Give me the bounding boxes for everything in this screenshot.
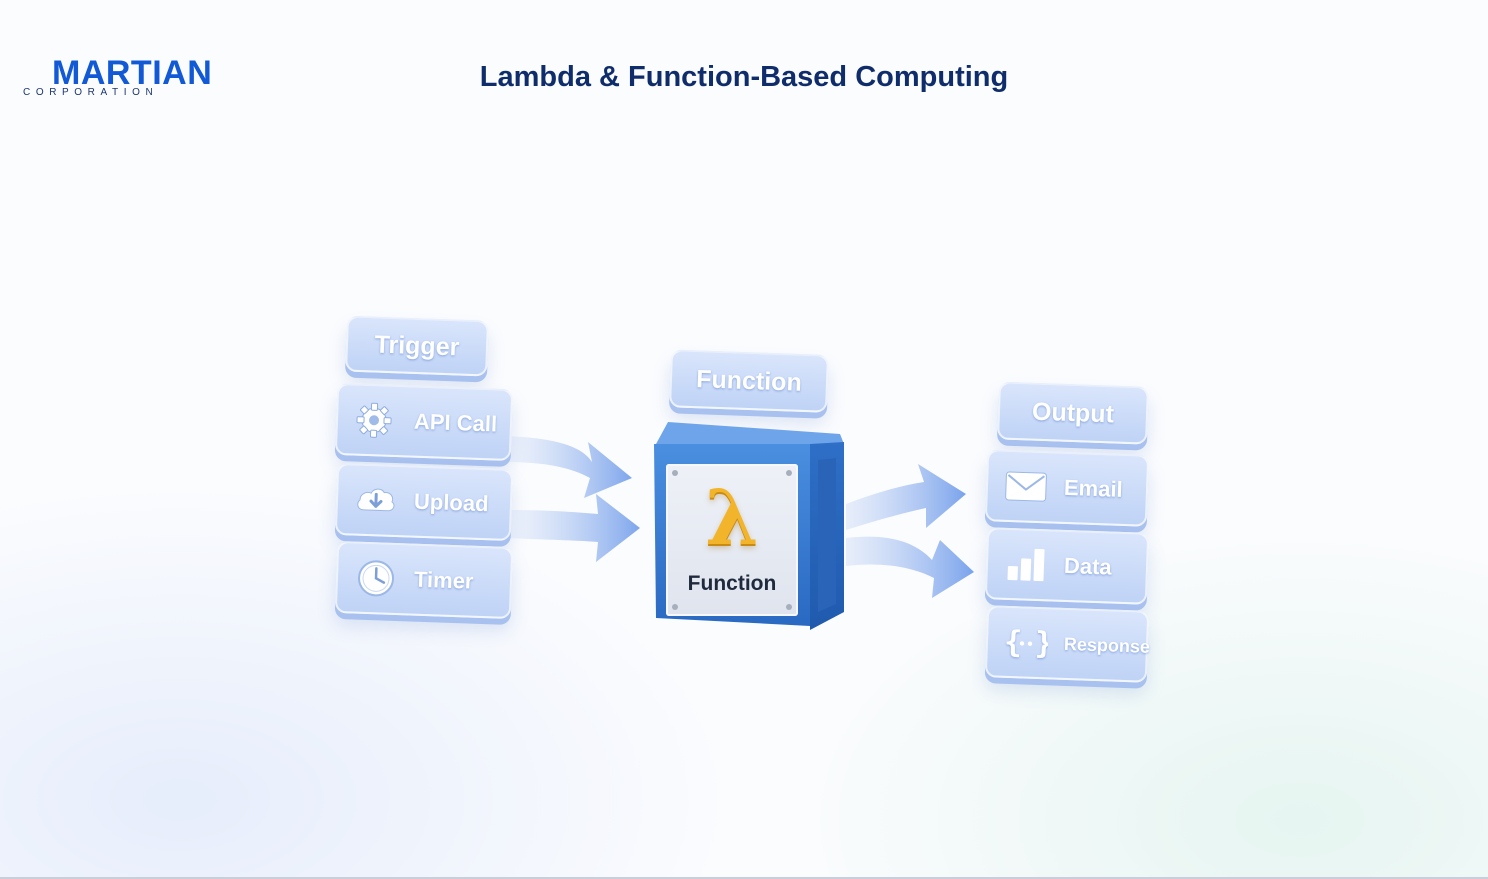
arrow-upload-to-function (508, 494, 640, 562)
gear-icon (356, 402, 392, 438)
logo-tagline: CORPORATION (23, 87, 159, 98)
bar-chart-icon (1007, 548, 1045, 582)
function-header: Function (669, 349, 829, 413)
output-header-label: Output (1031, 397, 1115, 428)
bottom-divider (0, 877, 1488, 879)
arrow-function-to-data (846, 536, 974, 598)
page-title: Lambda & Function-Based Computing (479, 61, 1009, 93)
logo-wordmark: MARTIAN (52, 54, 213, 92)
clock-icon (358, 560, 395, 597)
logo: MARTIAN (52, 56, 242, 100)
screw (672, 604, 678, 610)
trigger-item-label: Timer (413, 566, 474, 594)
output-header: Output (997, 381, 1149, 445)
cloud-upload-icon (357, 488, 395, 512)
lambda-icon: λ (705, 473, 759, 562)
trigger-item-label: Upload (413, 488, 489, 517)
trigger-header-label: Trigger (374, 330, 460, 361)
output-item-data: Data (984, 527, 1150, 605)
output-item-label: Response (1063, 633, 1151, 657)
output-item-email: Email (984, 449, 1150, 527)
svg-text:}: } (1034, 626, 1048, 662)
screw (786, 604, 792, 610)
arrow-api-to-function (506, 436, 632, 498)
function-box-face: λ Function (666, 464, 798, 616)
output-item-response: { } Response (984, 605, 1151, 683)
trigger-item-timer: Timer (334, 540, 514, 620)
trigger-item-label: API Call (413, 408, 498, 437)
trigger-item-api-call: API Call (334, 382, 514, 462)
function-box: λ Function (654, 420, 846, 632)
screw (672, 470, 678, 476)
trigger-item-upload: Upload (334, 462, 514, 542)
envelope-icon (1005, 471, 1047, 502)
svg-text:{: { (1003, 625, 1022, 661)
output-item-label: Email (1063, 474, 1124, 502)
function-box-label: Function (687, 572, 777, 595)
function-header-label: Function (695, 364, 803, 397)
braces-icon: { } (1003, 625, 1048, 662)
output-item-label: Data (1063, 552, 1113, 580)
screw (786, 470, 792, 476)
arrow-function-to-email (846, 464, 966, 530)
trigger-header: Trigger (345, 315, 489, 377)
